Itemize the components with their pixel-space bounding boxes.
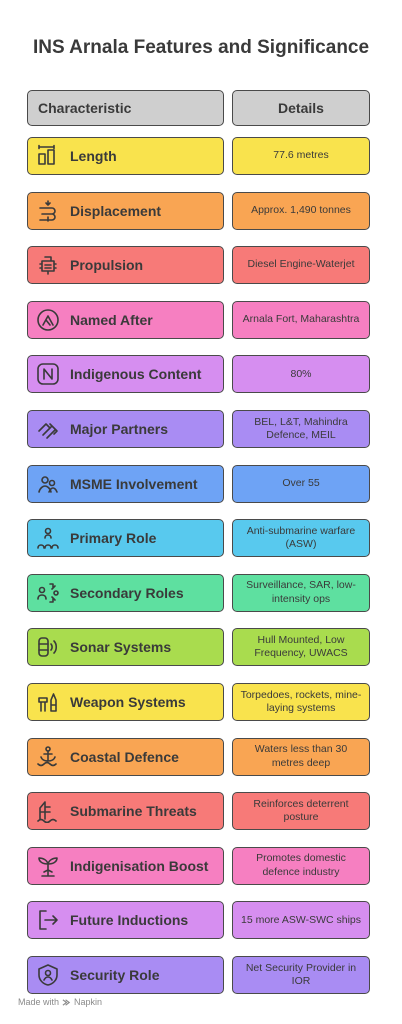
footer-made-with: Made with bbox=[18, 997, 60, 1007]
detail-submarine-threats: Reinforces deterrent posture bbox=[232, 792, 370, 831]
characteristic-label: Submarine Threats bbox=[70, 803, 197, 820]
characteristic-label: Coastal Defence bbox=[70, 748, 179, 765]
characteristic-label: Major Partners bbox=[70, 421, 169, 437]
detail-coastal-defence: Waters less than 30 metres deep bbox=[232, 737, 370, 776]
table-row-primary-role: Primary Role Anti-submarine warfare (ASW) bbox=[0, 519, 402, 558]
anchor-icon bbox=[34, 743, 62, 771]
characteristic-label: Length bbox=[70, 148, 117, 164]
characteristic-submarine-threats: Submarine Threats bbox=[27, 792, 224, 831]
network-icon bbox=[34, 470, 62, 498]
characteristic-indigenous-content: Indigenous Content bbox=[27, 355, 224, 394]
submarine-icon bbox=[34, 797, 62, 825]
detail-security-role: Net Security Provider in IOR bbox=[232, 956, 370, 994]
characteristic-major-partners: Major Partners bbox=[27, 410, 224, 448]
table-row-major-partners: Major Partners BEL, L&T, Mahindra Defence… bbox=[0, 410, 402, 448]
characteristic-length: Length bbox=[27, 137, 224, 175]
detail-weapon-systems: Torpedoes, rockets, mine-laying systems bbox=[232, 683, 370, 721]
characteristic-propulsion: Propulsion bbox=[27, 246, 224, 285]
table-row-coastal-defence: Coastal Defence Waters less than 30 metre… bbox=[0, 737, 402, 776]
weapon-icon bbox=[34, 688, 62, 716]
table-row-indigenisation-boost: Indigenisation Boost Promotes domestic de… bbox=[0, 846, 402, 885]
characteristic-label: Security Role bbox=[70, 967, 160, 983]
characteristic-primary-role: Primary Role bbox=[27, 519, 224, 558]
table-row-length: Length 77.6 metres bbox=[0, 137, 402, 175]
characteristic-sonar-systems: Sonar Systems bbox=[27, 628, 224, 667]
length-icon bbox=[34, 142, 62, 170]
table-row-security-role: Security Role Net Security Provider in IO… bbox=[0, 956, 402, 994]
detail-indigenous-content: 80% bbox=[232, 355, 370, 394]
footer-brand: Napkin bbox=[74, 997, 103, 1007]
exit-arrow-icon bbox=[34, 906, 62, 934]
characteristic-weapon-systems: Weapon Systems bbox=[27, 683, 224, 721]
detail-secondary-roles: Surveillance, SAR, low-intensity ops bbox=[232, 573, 370, 612]
detail-named-after: Arnala Fort, Maharashtra bbox=[232, 300, 370, 339]
n-badge-icon bbox=[34, 360, 62, 388]
header-details: Details bbox=[232, 90, 370, 126]
characteristic-label: Future Inductions bbox=[70, 912, 189, 929]
characteristic-label: Weapon Systems bbox=[70, 694, 186, 710]
engine-icon bbox=[34, 251, 62, 279]
characteristic-msme-involvement: MSME Involvement bbox=[27, 464, 224, 503]
table-row-future-inductions: Future Inductions 15 more ASW-SWC ships bbox=[0, 901, 402, 940]
characteristic-label: Secondary Roles bbox=[70, 584, 184, 601]
detail-future-inductions: 15 more ASW-SWC ships bbox=[232, 901, 370, 940]
characteristic-label: Indigenisation Boost bbox=[70, 857, 209, 874]
characteristic-label: MSME Involvement bbox=[70, 475, 198, 492]
shield-user-icon bbox=[34, 961, 62, 989]
detail-msme-involvement: Over 55 bbox=[232, 464, 370, 503]
characteristic-indigenisation-boost: Indigenisation Boost bbox=[27, 846, 224, 885]
table-row-propulsion: Propulsion Diesel Engine-Waterjet bbox=[0, 246, 402, 285]
characteristic-named-after: Named After bbox=[27, 300, 224, 339]
handshake-icon bbox=[34, 415, 62, 443]
characteristic-displacement: Displacement bbox=[27, 191, 224, 230]
team-icon bbox=[34, 524, 62, 552]
characteristic-coastal-defence: Coastal Defence bbox=[27, 737, 224, 776]
detail-displacement: Approx. 1,490 tonnes bbox=[232, 191, 370, 230]
characteristic-label: Indigenous Content bbox=[70, 366, 202, 383]
characteristic-secondary-roles: Secondary Roles bbox=[27, 573, 224, 612]
table-row-msme-involvement: MSME Involvement Over 55 bbox=[0, 464, 402, 503]
weight-icon bbox=[34, 197, 62, 225]
table-row-indigenous-content: Indigenous Content 80% bbox=[0, 355, 402, 394]
sonar-icon bbox=[34, 633, 62, 661]
sprout-icon bbox=[34, 852, 62, 880]
detail-length: 77.6 metres bbox=[232, 137, 370, 175]
table-row-displacement: Displacement Approx. 1,490 tonnes bbox=[0, 191, 402, 230]
roles-icon bbox=[34, 579, 62, 607]
characteristic-label: Displacement bbox=[70, 202, 162, 219]
characteristic-label: Primary Role bbox=[70, 530, 157, 547]
characteristic-label: Named After bbox=[70, 311, 153, 328]
table-row-named-after: Named After Arnala Fort, Maharashtra bbox=[0, 300, 402, 339]
page-title: INS Arnala Features and Significance bbox=[32, 37, 370, 58]
table-row-weapon-systems: Weapon Systems Torpedoes, rockets, mine-l… bbox=[0, 683, 402, 721]
header-characteristic: Characteristic bbox=[27, 90, 224, 126]
table-row-secondary-roles: Secondary Roles Surveillance, SAR, low-in… bbox=[0, 573, 402, 612]
table-row-submarine-threats: Submarine Threats Reinforces deterrent po… bbox=[0, 792, 402, 831]
detail-sonar-systems: Hull Mounted, Low Frequency, UWACS bbox=[232, 628, 370, 667]
characteristic-label: Propulsion bbox=[70, 257, 144, 274]
characteristic-label: Sonar Systems bbox=[70, 639, 172, 656]
table-row-sonar-systems: Sonar Systems Hull Mounted, Low Frequency… bbox=[0, 628, 402, 667]
napkin-logo-icon bbox=[62, 998, 71, 1006]
characteristic-future-inductions: Future Inductions bbox=[27, 901, 224, 940]
footer-credit: Made with Napkin bbox=[18, 997, 102, 1007]
detail-primary-role: Anti-submarine warfare (ASW) bbox=[232, 519, 370, 558]
detail-major-partners: BEL, L&T, Mahindra Defence, MEIL bbox=[232, 410, 370, 448]
detail-propulsion: Diesel Engine-Waterjet bbox=[232, 246, 370, 285]
fort-icon bbox=[34, 306, 62, 334]
characteristic-security-role: Security Role bbox=[27, 956, 224, 994]
detail-indigenisation-boost: Promotes domestic defence industry bbox=[232, 846, 370, 885]
